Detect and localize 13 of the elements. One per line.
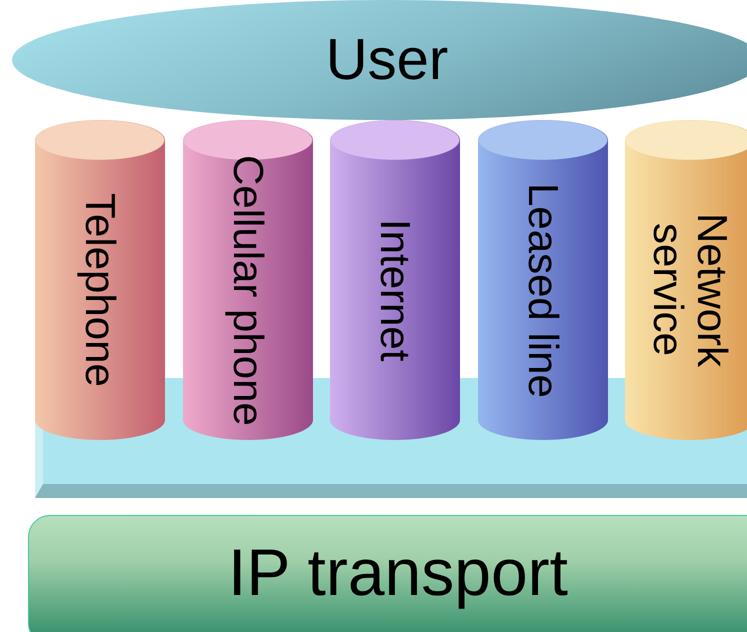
cylinder-shape <box>478 120 608 440</box>
cylinder-label: Internet <box>372 218 418 364</box>
cylinder-shape <box>35 120 165 440</box>
cylinder-shape <box>625 120 747 440</box>
cylinder-shape <box>330 120 460 440</box>
cylinder-shape <box>183 120 313 440</box>
ellipse-shape <box>12 0 747 120</box>
cylinder-label: Leased line <box>520 182 566 400</box>
cylinder-label: Network service <box>646 212 734 370</box>
layer-bar <box>28 515 747 632</box>
ellipse-label: User <box>326 31 448 89</box>
cylinder-label: Telephone <box>78 192 122 389</box>
cylinder-label: Cellular phone <box>226 154 270 428</box>
